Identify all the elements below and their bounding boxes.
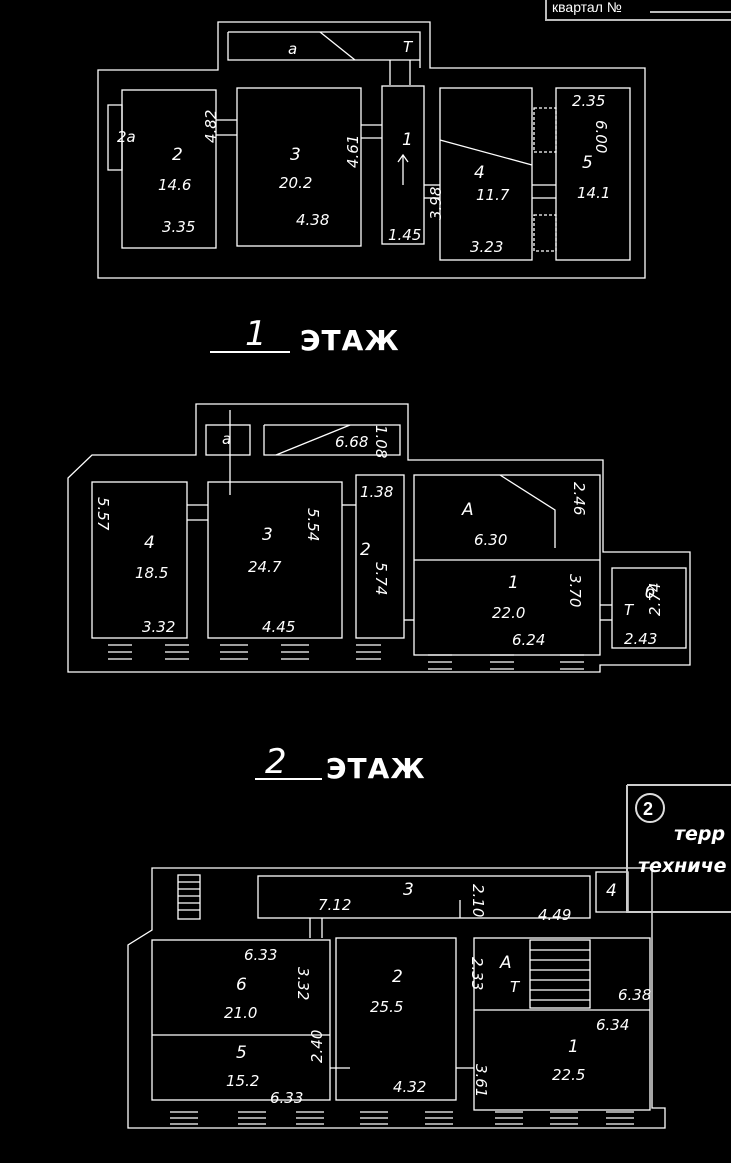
- floor-3-plan: [127, 867, 666, 1129]
- floor-1-title: ЭТАЖ: [300, 324, 400, 357]
- room-dim: 4.61: [344, 135, 362, 168]
- room-number: 1: [402, 130, 413, 150]
- room-dim: 2.40: [308, 1030, 326, 1063]
- room-dim: 4.82: [202, 110, 220, 143]
- room-dim: 2.43: [624, 630, 657, 648]
- room-number: 5: [582, 153, 593, 173]
- room-area: 25.5: [370, 998, 403, 1016]
- room-number: 2: [392, 967, 403, 987]
- room-number: 2: [172, 145, 183, 165]
- floor-1-labels: а Т 2а 2 14.6 4.82 3.35 3 20.2 4.61 4.38…: [117, 38, 610, 357]
- room-dim: 7.12: [318, 896, 351, 914]
- floor-1-number: 1: [245, 314, 267, 354]
- room-dim: 1.08: [372, 425, 390, 458]
- room-dim: 4.32: [393, 1078, 426, 1096]
- room-dim: 6.68: [335, 433, 368, 451]
- stamp: [626, 784, 731, 913]
- room-area: 22.5: [552, 1066, 585, 1084]
- room-number: 4: [144, 533, 155, 553]
- room-dim: 6.24: [512, 631, 545, 649]
- room-number: 2: [360, 540, 371, 560]
- room-dim: 6.30: [474, 531, 507, 549]
- room-dim: 2.35: [572, 92, 605, 110]
- room-area: 18.5: [135, 564, 168, 582]
- room-dim: 3.32: [294, 967, 312, 1000]
- room-area: 15.2: [226, 1072, 259, 1090]
- room-dim: 1.45: [388, 226, 421, 244]
- floor-2-title: ЭТАЖ: [326, 752, 426, 785]
- room-dim: 4.38: [296, 211, 329, 229]
- room-dim: 4.45: [262, 618, 295, 636]
- room-number: А: [461, 500, 474, 520]
- room-dim: 2.10: [469, 884, 487, 917]
- room-dim: 5.57: [94, 497, 112, 531]
- room-number: б: [645, 583, 655, 603]
- room-label: а: [222, 430, 231, 448]
- room-dim: 5.54: [304, 508, 322, 541]
- floor-1-plan: [97, 21, 646, 353]
- room-dim: 1.38: [360, 483, 393, 501]
- room-label: 2а: [117, 128, 136, 146]
- room-dim: 3.23: [470, 238, 503, 256]
- room-number: 1: [508, 573, 519, 593]
- room-area: 24.7: [248, 558, 282, 576]
- room-number: 4: [474, 163, 485, 183]
- room-number: 6: [236, 975, 247, 995]
- room-dim: 6.34: [596, 1016, 629, 1034]
- floor-3-labels: 3 7.12 2.10 4.49 4 6 21.0 6.33 3.32 2 25…: [224, 880, 651, 1107]
- room-number: 5: [236, 1043, 247, 1063]
- room-dim: 6.00: [592, 120, 610, 153]
- room-dim: 3.32: [142, 618, 175, 636]
- room-number: 3: [290, 145, 301, 165]
- kvartal-header: [545, 0, 731, 21]
- floor-2-labels: а 6.68 1.08 4 18.5 5.57 3.32 3 24.7 5.54…: [94, 425, 664, 785]
- stamp-text: 2 терр техниче: [638, 799, 727, 877]
- room-label: а: [288, 40, 297, 58]
- room-number: 1: [568, 1037, 579, 1057]
- room-number: 4: [606, 881, 617, 901]
- room-dim: 2.74: [646, 583, 664, 616]
- room-dim: 3.98: [427, 187, 445, 220]
- room-number: 3: [403, 880, 414, 900]
- room-dim: 3.35: [162, 218, 195, 236]
- room-number: 3: [262, 525, 273, 545]
- room-dim: 5.74: [372, 562, 390, 595]
- room-area: 20.2: [279, 174, 312, 192]
- room-area: 11.7: [476, 186, 510, 204]
- stamp-line-1: терр: [674, 823, 725, 845]
- room-dim: 4.49: [538, 906, 571, 924]
- room-dim: 6.38: [618, 986, 651, 1004]
- room-dim: 6.33: [270, 1089, 303, 1107]
- room-area: 14.1: [577, 184, 610, 202]
- room-dim: 3.61: [472, 1064, 490, 1097]
- room-label: Т: [403, 38, 414, 56]
- room-dim: 2.46: [570, 482, 588, 515]
- stamp-line-2: техниче: [638, 855, 727, 877]
- room-area: 14.6: [158, 176, 191, 194]
- floor-2-plan: [67, 403, 691, 780]
- room-dim: 2.33: [468, 957, 486, 990]
- kvartal-label: квартал №: [552, 0, 622, 15]
- room-dim: 6.33: [244, 946, 277, 964]
- room-number: А: [499, 953, 512, 973]
- stamp-number: 2: [643, 799, 653, 819]
- room-area: 22.0: [492, 604, 525, 622]
- room-label: Т: [624, 601, 635, 619]
- room-label: Т: [510, 978, 521, 996]
- floor-2-number: 2: [265, 742, 287, 782]
- room-area: 21.0: [224, 1004, 257, 1022]
- room-dim: 3.70: [566, 574, 584, 607]
